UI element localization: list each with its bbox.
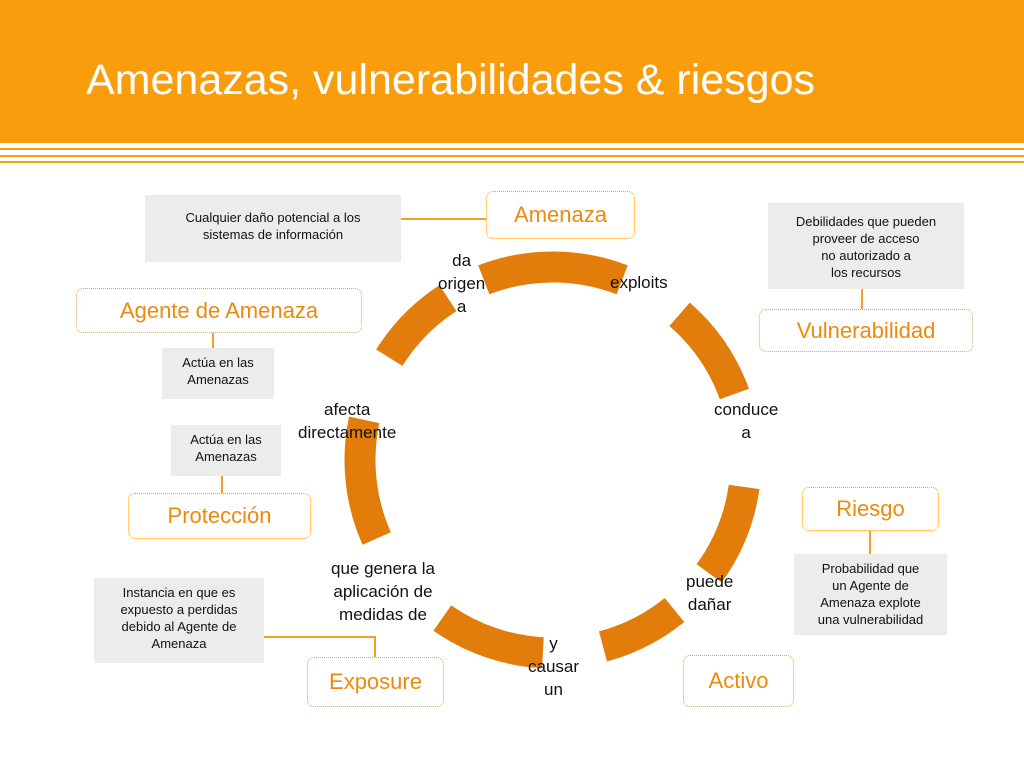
connector-line bbox=[264, 636, 376, 657]
arc-segment-upper-right bbox=[669, 302, 749, 400]
label-puede-danar: puede dañar bbox=[686, 572, 734, 614]
divider-line bbox=[0, 155, 1024, 157]
arc-segment-left bbox=[344, 416, 391, 545]
concept-riesgo: Riesgo bbox=[802, 487, 939, 531]
divider-line bbox=[0, 161, 1024, 163]
definition-agente: Actúa en las Amenazas bbox=[162, 348, 274, 399]
arc-segment-lower-right bbox=[598, 597, 685, 662]
arc-segment-top bbox=[478, 251, 628, 295]
label-y-causar-un: y causar un bbox=[528, 634, 580, 699]
definition-proteccion: Actúa en las Amenazas bbox=[171, 425, 281, 476]
concept-amenaza: Amenaza bbox=[486, 191, 635, 239]
arc-segment-bottom bbox=[433, 605, 545, 669]
label-que-genera: que genera la aplicación de medidas de bbox=[331, 559, 435, 624]
definition-exposure: Instancia en que es expuesto a perdidas … bbox=[94, 578, 264, 663]
concept-exposure: Exposure bbox=[307, 657, 444, 707]
definition-riesgo: Probabilidad que un Agente de Amenaza ex… bbox=[794, 554, 947, 635]
definition-vulnerabilidad: Debilidades que pueden proveer de acceso… bbox=[768, 203, 964, 289]
arc-segment-upper-left bbox=[376, 285, 457, 367]
definition-amenaza: Cualquier daño potencial a los sistemas … bbox=[145, 195, 401, 262]
arc-segment-right bbox=[696, 484, 760, 583]
title-banner bbox=[0, 0, 1024, 143]
concept-vulnerabilidad: Vulnerabilidad bbox=[759, 309, 973, 352]
concept-proteccion: Protección bbox=[128, 493, 311, 539]
concept-agente-de-amenaza: Agente de Amenaza bbox=[76, 288, 362, 333]
label-conduce-a: conduce a bbox=[714, 400, 779, 442]
label-da-origen: da origen a bbox=[438, 251, 486, 316]
label-exploits: exploits bbox=[610, 273, 668, 292]
divider-line bbox=[0, 148, 1024, 150]
slide-title: Amenazas, vulnerabilidades & riesgos bbox=[86, 56, 816, 104]
label-afecta: afecta directamente bbox=[298, 400, 397, 442]
concept-activo: Activo bbox=[683, 655, 794, 707]
